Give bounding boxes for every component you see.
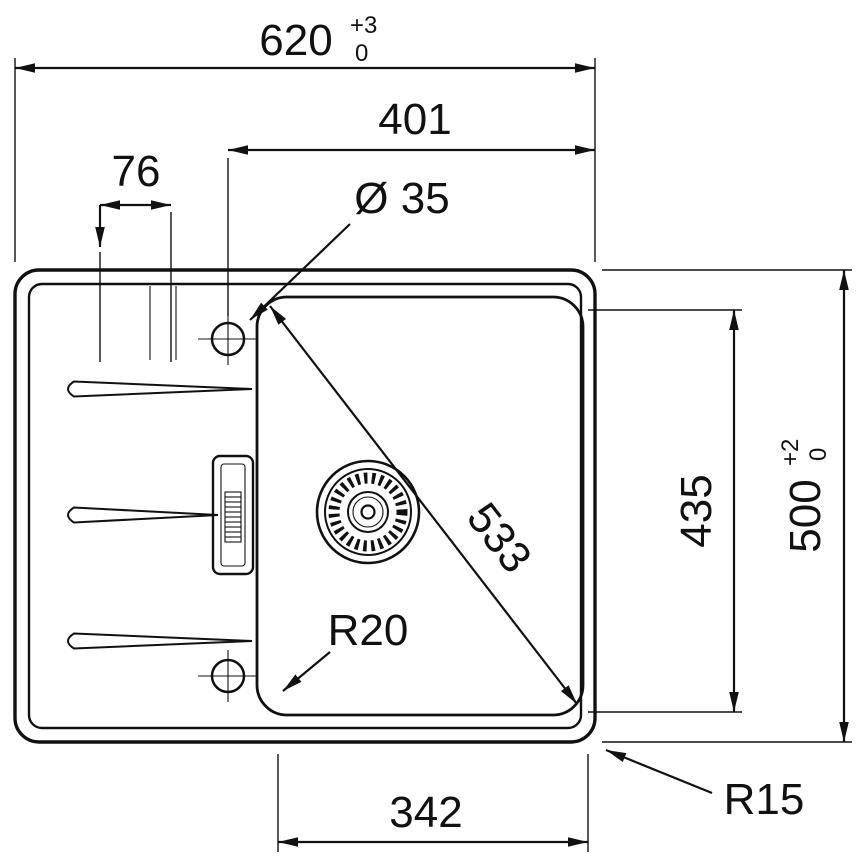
drainer-rib-top bbox=[67, 380, 253, 398]
dim-r15-label: R15 bbox=[724, 775, 805, 824]
dimension-bowl-inner-height: 435 bbox=[588, 309, 742, 713]
overflow-outer bbox=[211, 454, 255, 576]
overflow-detail bbox=[211, 454, 255, 576]
dim-500-tol-upper: +2 bbox=[777, 439, 804, 466]
sink-inner-outline bbox=[27, 282, 583, 730]
drainer-rib-bottom bbox=[67, 632, 253, 650]
tap-hole-top bbox=[198, 313, 258, 365]
drainer-rib-middle bbox=[67, 506, 219, 524]
dimension-bowl-bottom-width: 342 bbox=[277, 754, 589, 852]
dim-342-label: 342 bbox=[389, 788, 462, 837]
dim-401-label: 401 bbox=[378, 95, 451, 144]
dim-diameter-35-label: Ø 35 bbox=[354, 174, 449, 223]
dim-435-label: 435 bbox=[672, 474, 721, 547]
dim-500-rotated-group: 500 +2 0 bbox=[777, 439, 832, 553]
dimension-outer-corner-radius: R15 bbox=[605, 748, 805, 824]
sink-body bbox=[13, 268, 597, 744]
bowl-outline bbox=[255, 295, 585, 717]
dimension-overall-width: 620 +3 0 bbox=[14, 12, 596, 262]
dimension-drain-to-right-edge: 401 bbox=[227, 95, 595, 316]
overflow-inner bbox=[220, 463, 246, 567]
dim-620-tol-lower: 0 bbox=[355, 40, 368, 67]
dim-r20-label: R20 bbox=[328, 606, 409, 655]
dimension-overall-height: 500 +2 0 bbox=[602, 269, 852, 743]
drainer-board bbox=[67, 286, 255, 650]
overflow-grille-slats bbox=[225, 496, 241, 538]
dimension-bowl-corner-radius: R20 bbox=[282, 606, 409, 692]
dim-620-tol-upper: +3 bbox=[350, 12, 377, 39]
sink-outer-outline bbox=[13, 268, 597, 744]
dimension-left-offset: 76 bbox=[95, 147, 172, 362]
dim-500-tol-lower: 0 bbox=[805, 448, 832, 461]
dimension-tap-hole-diameter: Ø 35 bbox=[249, 174, 450, 321]
dim-620-label: 620 bbox=[259, 16, 332, 65]
dim-76-label: 76 bbox=[112, 147, 161, 196]
tap-hole-bottom bbox=[198, 650, 258, 702]
dim-500-label: 500 bbox=[781, 479, 830, 552]
